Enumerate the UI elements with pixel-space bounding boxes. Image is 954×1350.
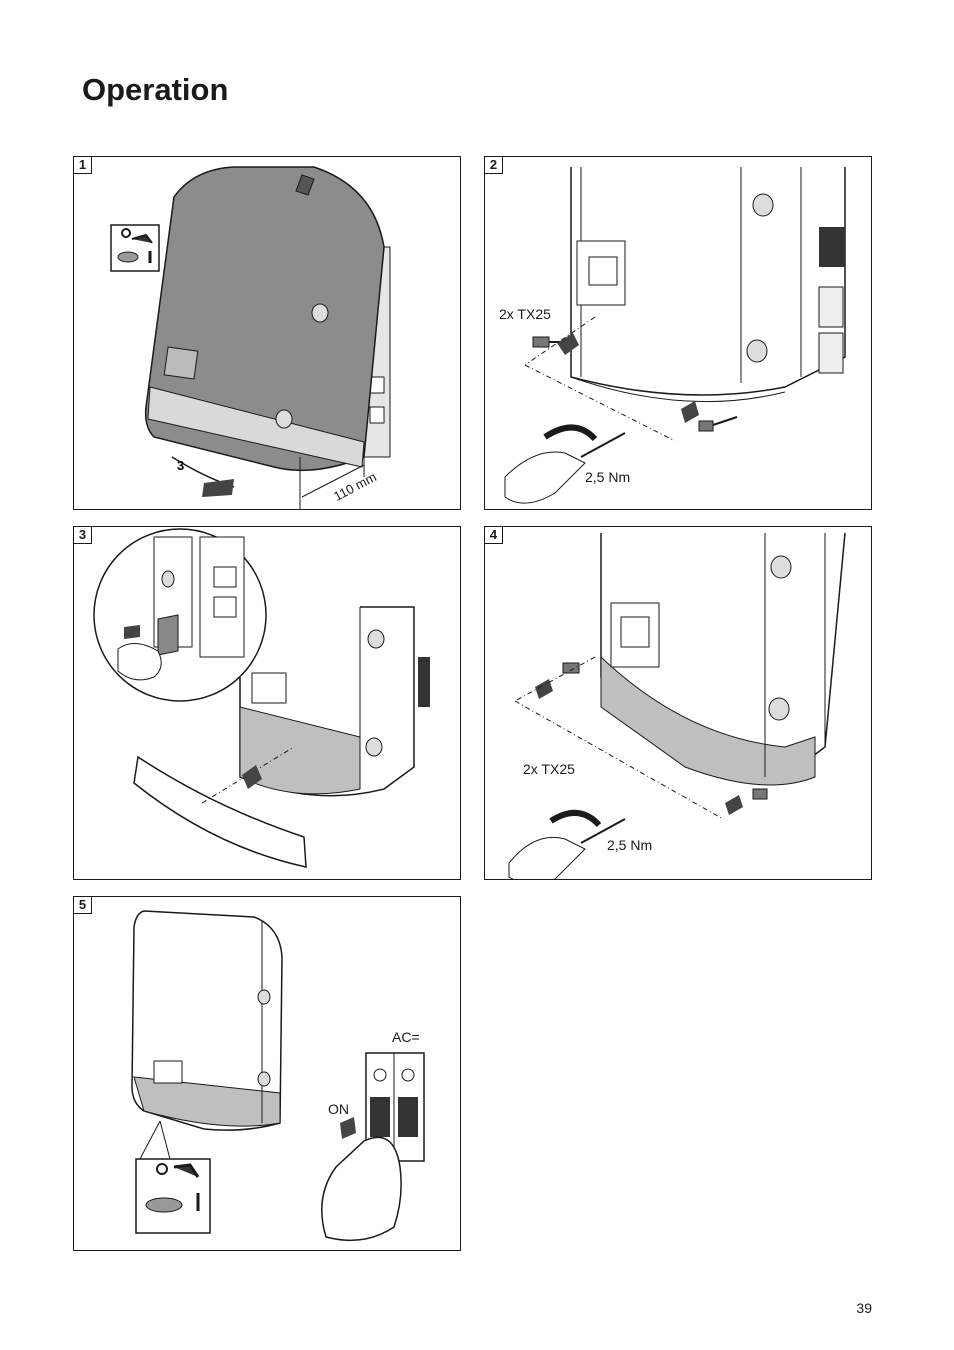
screwdriver-icon [508,810,626,879]
page-number: 39 [856,1300,872,1316]
torque-label: 2,5 Nm [585,469,631,485]
screw-icon [562,662,768,800]
inverter-illustration [508,532,846,879]
step-arrow-icon [340,1117,356,1139]
screw-label: 2x TX25 [499,306,551,322]
step-number: 4 [485,527,503,544]
step-number: 5 [74,897,92,914]
screw-icon [532,336,738,432]
step-panel-1: 1 3 110 mm [73,156,461,510]
step-arrow-icon [295,174,315,196]
step-panel-4: 4 2x TX25 2,5 Nm [484,526,872,880]
step-arrow-icon [242,765,262,789]
torque-label: 2,5 Nm [607,837,653,853]
inverter-illustration: 3 [110,166,391,509]
step-arrow-icon [535,679,743,815]
breaker-label: AC= [392,1029,420,1045]
page-title: Operation [82,72,229,107]
step-arrow-icon [124,625,140,639]
step-panel-3: 3 [73,526,461,880]
step-number: 1 [74,157,92,174]
dc-switch-icon [110,224,160,272]
step-panel-5: 5 AC= ON [73,896,461,1251]
step-panel-2: 2 2x TX25 2,5 Nm [484,156,872,510]
screwdriver-icon [504,424,626,504]
on-label: ON [328,1101,349,1117]
dc-switch-icon [135,1158,211,1234]
step-arrow-icon [557,333,699,423]
step-number: 3 [74,527,92,544]
hand-icon [321,1136,402,1242]
inverter-illustration [131,910,425,1242]
step-number: 2 [485,157,503,174]
inverter-illustration [504,167,846,504]
svg-text:3: 3 [177,458,184,473]
inverter-illustration [93,528,430,868]
screw-label: 2x TX25 [523,761,575,777]
